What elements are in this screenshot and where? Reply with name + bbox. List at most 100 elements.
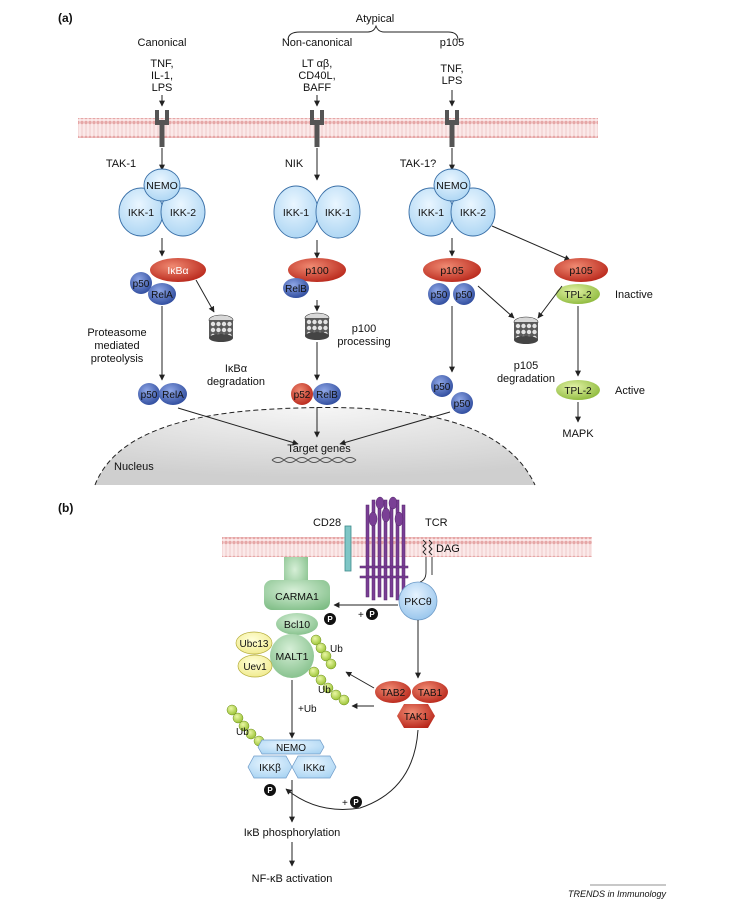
noncanonical-stimulus-3: BAFF [303, 82, 331, 94]
ubc13-label: Ubc13 [240, 639, 269, 650]
panel-a-label: (a) [58, 11, 73, 25]
arrow [537, 285, 563, 319]
proteasome-line-1: Proteasome [87, 327, 146, 339]
cd28-label: CD28 [313, 517, 341, 529]
tpl2-label: TPL-2 [564, 290, 592, 301]
noncanonical-stimulus-2: CD40L, [298, 70, 335, 82]
p105-stimulus-1: TNF, [440, 63, 463, 75]
ikba-degradation-line-2: degradation [207, 376, 265, 388]
p50-label: p50 [431, 290, 448, 301]
ub-chain-malt1 [308, 666, 350, 706]
noncanonical-title: Non-canonical [282, 37, 352, 49]
ub-label: Ub [318, 685, 331, 696]
arrow [285, 729, 419, 810]
rela-label: RelA [162, 390, 184, 401]
tcr-label: TCR [425, 517, 448, 529]
ikba-label: IκBα [167, 265, 188, 277]
tak1-label: TAK-1 [106, 158, 136, 170]
ikba-p50-rela-complex: IκBα p50 RelA [130, 258, 206, 305]
tab1-label: TAB1 [418, 688, 443, 699]
canonical-title: Canonical [138, 37, 187, 49]
p105-tpl2-complex: p105 TPL-2 [554, 258, 608, 304]
phospho-icon [366, 608, 378, 620]
p100-label: p100 [305, 265, 329, 277]
ub-chain-nemo [226, 704, 265, 747]
nemo-label: NEMO [276, 743, 306, 754]
p100-processing-line-2: processing [337, 336, 390, 348]
ikk1-label: IKK-1 [418, 207, 444, 219]
proteasome-line-3: proteolysis [91, 353, 144, 365]
nemo-label: NEMO [436, 180, 468, 192]
plasma-membrane [222, 537, 592, 557]
plus-label: + [342, 798, 348, 809]
ub-label: Ub [330, 644, 343, 655]
relb-label: RelB [316, 390, 338, 401]
plus-ub-label: +Ub [298, 704, 317, 715]
phospho-label: P [369, 610, 375, 619]
ikkb-label: IKKβ [259, 763, 281, 774]
dag-icon [422, 539, 433, 556]
ikk-complex-b: NEMO IKKβ IKKα [247, 739, 337, 779]
pkc-label: PKCθ [404, 596, 432, 608]
p105-label: p105 [440, 265, 464, 277]
p52-label: p52 [294, 390, 311, 401]
ikk2-label: IKK-2 [170, 207, 196, 219]
tab2-label: TAB2 [381, 688, 406, 699]
p105-title: p105 [440, 37, 464, 49]
cd28-receptor [344, 525, 352, 572]
ikk-complex-canonical: NEMO IKK-1 IKK-2 [118, 168, 206, 237]
p50-label: p50 [141, 390, 158, 401]
relb-label: RelB [285, 284, 307, 295]
ub-label: Ub [236, 727, 249, 738]
tpl2-active: TPL-2 [556, 380, 600, 400]
phospho-label: P [353, 798, 359, 807]
proteasome-line-2: mediated [94, 340, 139, 352]
p100-processing-line-1: p100 [352, 323, 376, 335]
canonical-stimulus-1: TNF, [150, 58, 173, 70]
bcl10 [276, 613, 318, 635]
arrow [339, 411, 451, 446]
proteasome-icon [304, 312, 330, 341]
phospho-label: P [327, 615, 333, 624]
ikk1-label: IKK-1 [128, 207, 154, 219]
arrow [345, 671, 375, 689]
p105-p50-complex: p105 p50 p50 [423, 258, 481, 305]
uev1-label: Uev1 [243, 662, 267, 673]
ikb-phos-label: IκB phosphorylation [244, 827, 341, 839]
panel-b-label: (b) [58, 501, 73, 515]
phospho-icon [350, 796, 362, 808]
p50-label: p50 [434, 382, 451, 393]
arrow [477, 285, 515, 319]
p100-relb-complex: p100 RelB [283, 258, 346, 298]
inactive-label: Inactive [615, 289, 653, 301]
malt1 [270, 634, 314, 678]
p50-rela-dimer: p50 RelA [138, 383, 187, 405]
phospho-icon [324, 613, 336, 625]
malt1-label: MALT1 [275, 651, 308, 663]
nfkb-activation-label: NF-κB activation [252, 873, 333, 885]
tak1-label: TAK1 [404, 712, 429, 723]
bcl10-label: Bcl10 [284, 619, 310, 631]
nik-label: NIK [285, 158, 304, 170]
target-genes-label: Target genes [287, 443, 351, 455]
carma1-label: CARMA1 [275, 591, 319, 603]
carma1: CARMA1 [264, 557, 330, 610]
dna-icon [271, 457, 357, 463]
nucleus [95, 407, 535, 485]
ubc13 [235, 631, 273, 655]
mapk-label: MAPK [562, 428, 594, 440]
nuclear-envelope [94, 407, 536, 486]
tak1q-label: TAK-1? [400, 158, 436, 170]
arrow [177, 407, 299, 446]
p105-label: p105 [569, 265, 593, 277]
tak1-complex: TAB2 TAB1 TAK1 [375, 681, 448, 728]
ub-chain-bcl10 [310, 634, 337, 670]
ikk-complex-p105: NEMO IKK-1 IKK-2 [408, 168, 496, 237]
tpl2-label: TPL-2 [564, 386, 592, 397]
ikba-degradation-line-1: IκBα [225, 363, 248, 375]
nucleus-label: Nucleus [114, 461, 154, 473]
footer-credit: TRENDS in Immunology [568, 889, 667, 899]
phospho-label: P [267, 786, 273, 795]
